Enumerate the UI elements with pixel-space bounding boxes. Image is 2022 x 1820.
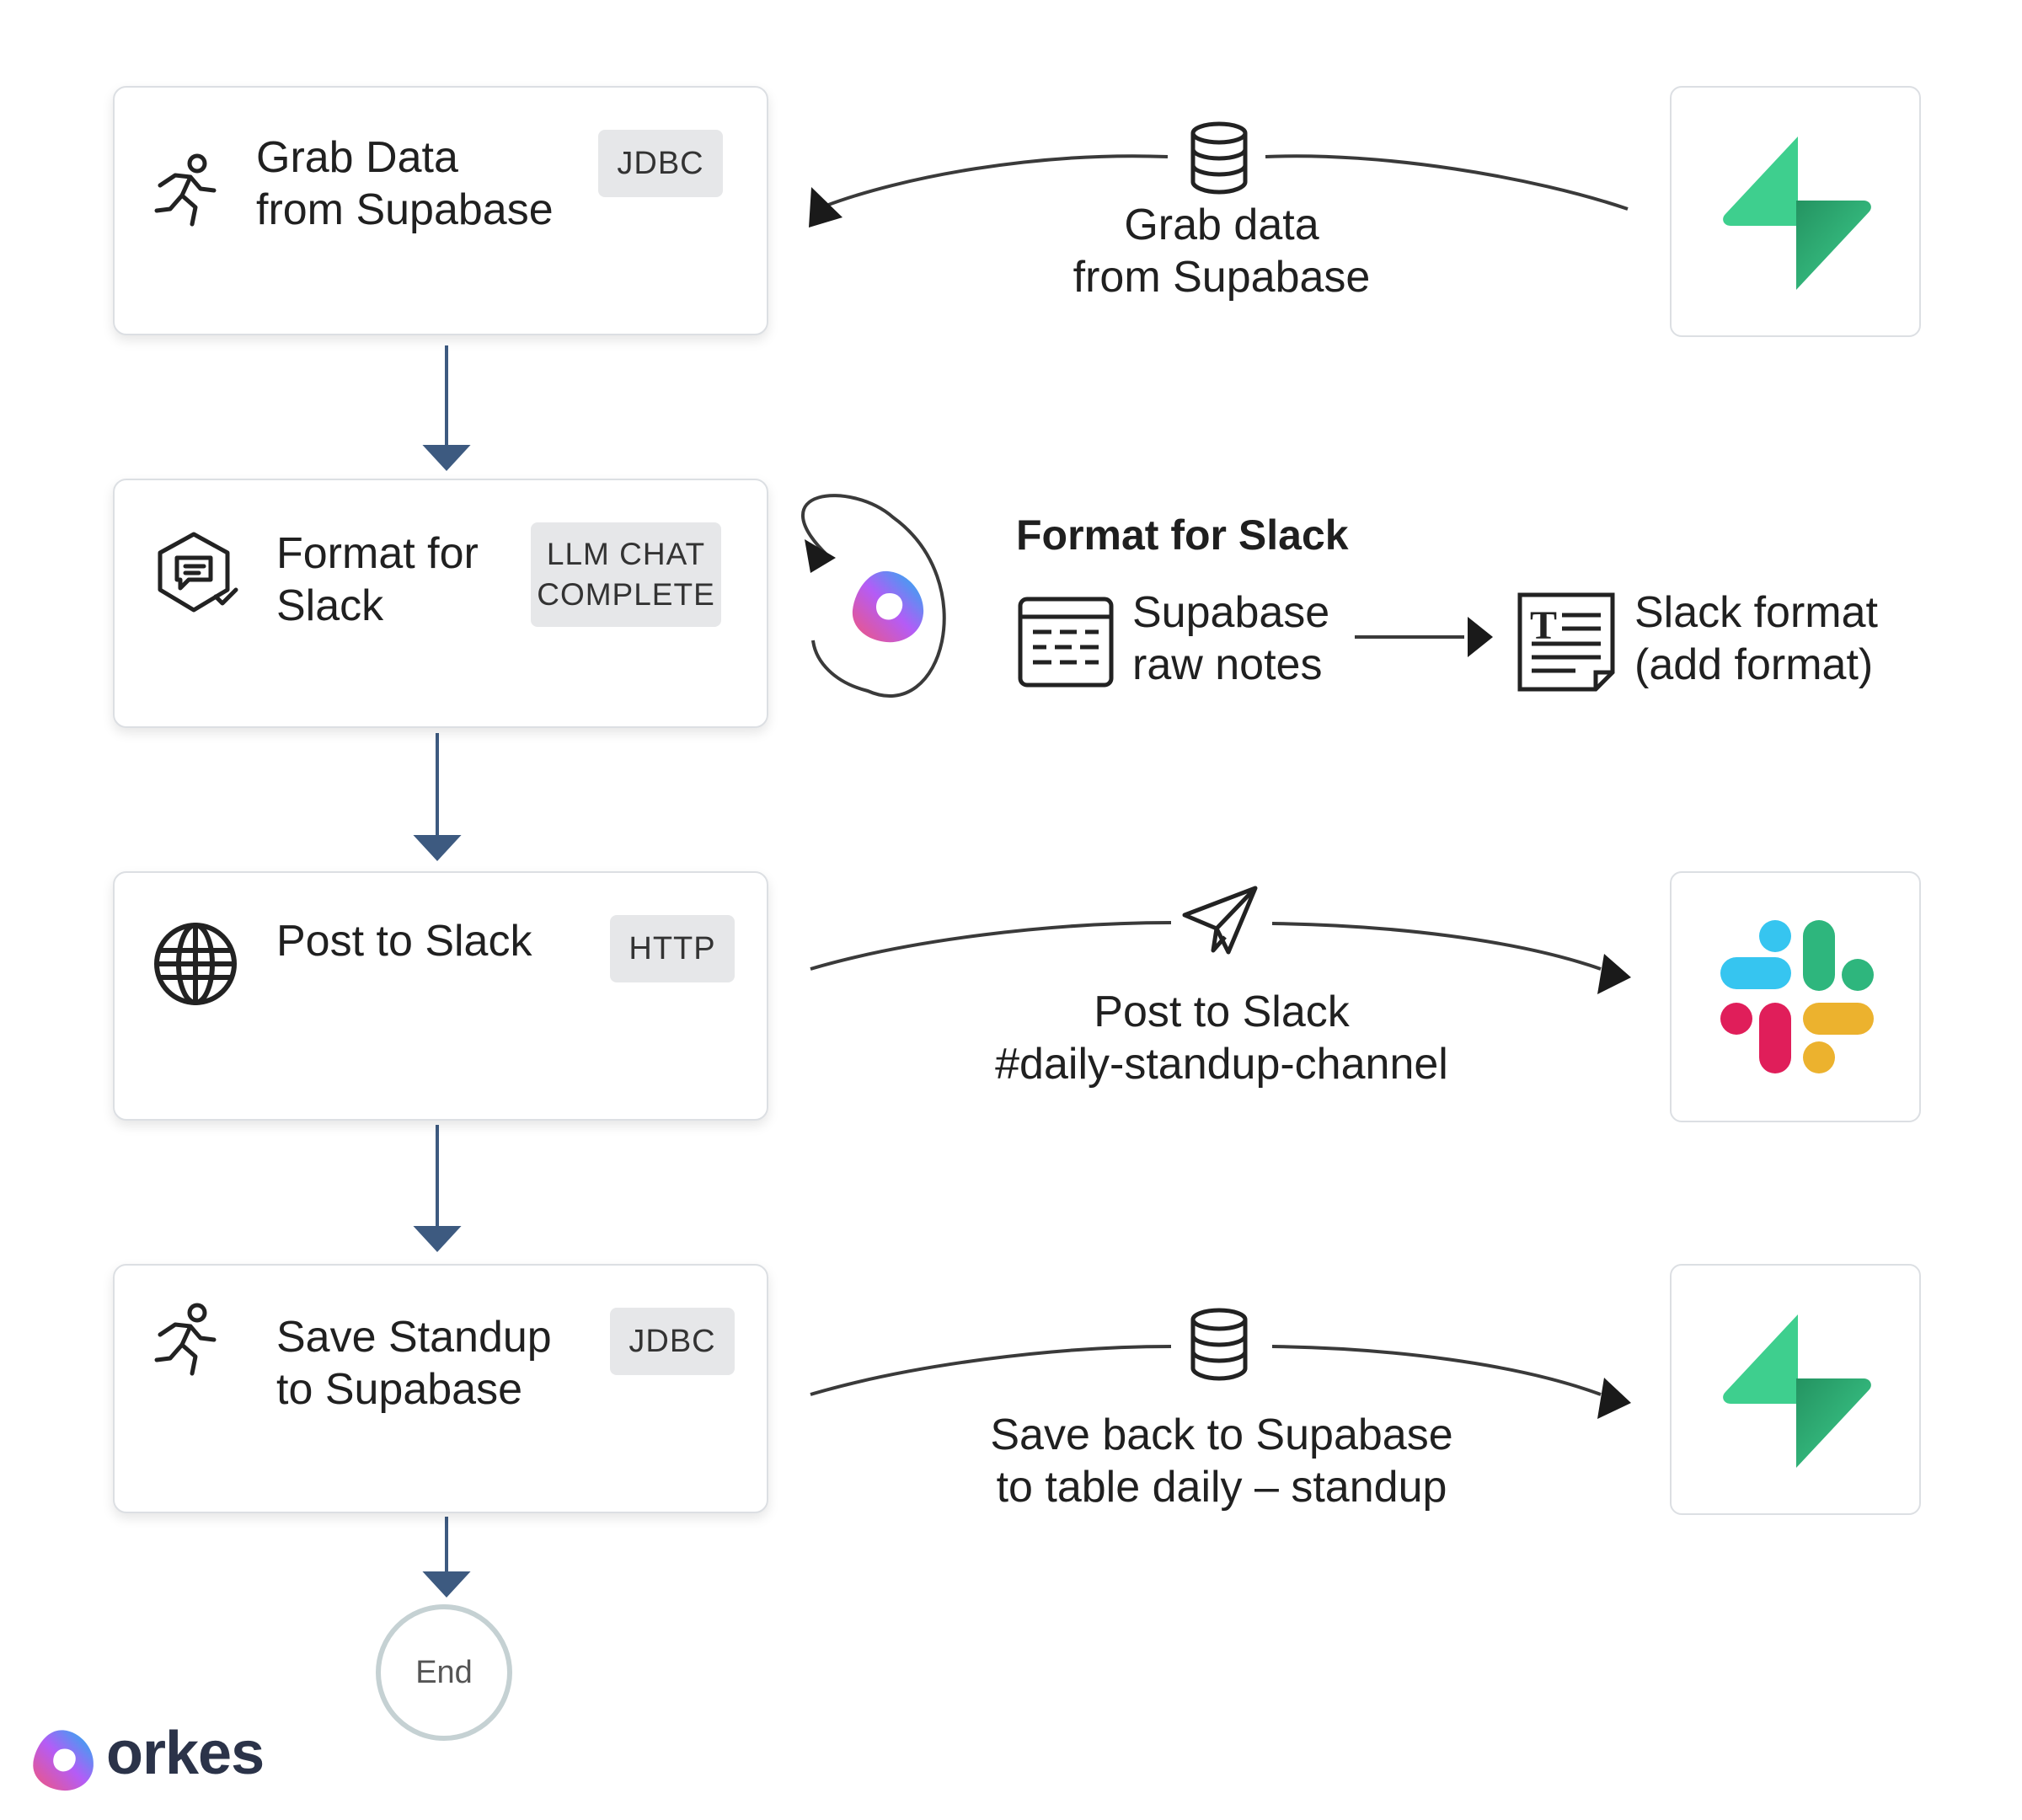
supabase-logo-box-1 [1670,86,1921,337]
task-format-slack[interactable]: Format for Slack LLM CHAT COMPLETE [113,479,768,728]
database-icon [1190,1308,1248,1381]
supabase-logo-icon [1723,136,1871,290]
grab-edge-label: Grab data from Supabase [1073,201,1371,302]
task-title: Format for Slack [276,529,479,630]
database-icon [1190,121,1248,195]
task-title: Save Standup to Supabase [276,1313,552,1414]
format-raw-label: Supabase raw notes [1132,588,1330,689]
slack-logo-box [1670,871,1921,1122]
task-type-badge: LLM CHAT COMPLETE [531,522,721,627]
supabase-logo-icon [1723,1314,1871,1468]
task-post-slack[interactable]: Post to Slack HTTP [113,871,768,1121]
end-node[interactable]: End [376,1604,512,1741]
flow-arrow-4 [422,1517,471,1598]
task-type-badge: JDBC [598,130,723,197]
runner-icon [154,1303,217,1376]
supabase-logo-box-2 [1670,1264,1921,1515]
task-title: Grab Data from Supabase [256,133,554,234]
llm-chat-icon [158,532,238,613]
task-type-badge: HTTP [610,915,735,982]
flow-arrow-3 [413,1125,462,1252]
task-save-standup[interactable]: Save Standup to Supabase JDBC [113,1264,768,1513]
flow-arrow-1 [422,345,471,471]
grab-edge-arrow [809,154,1629,228]
save-edge-label: Save back to Supabase to table daily – s… [990,1410,1453,1512]
task-title: Post to Slack [276,917,532,966]
slack-logo-icon [1720,920,1874,1073]
format-loop-arrow [801,494,1493,698]
svg-text:T: T [1530,603,1557,648]
flow-arrow-2 [413,733,462,861]
orkes-brand-icon [33,1730,94,1791]
format-heading: Format for Slack [1016,511,1349,559]
task-grab-data[interactable]: Grab Data from Supabase JDBC [113,86,768,335]
paper-plane-icon [1182,886,1258,955]
save-edge-arrow [810,1345,1631,1419]
brand-name: orkes [106,1720,265,1787]
format-out-label: Slack format (add format) [1634,588,1878,689]
post-edge-arrow [810,921,1631,994]
raw-notes-icon [1018,597,1114,688]
task-type-badge: JDBC [610,1308,735,1375]
globe-icon [154,923,237,1005]
runner-icon [154,153,217,227]
orkes-logo-icon [852,570,924,643]
formatted-text-icon: T [1517,592,1615,692]
post-edge-label: Post to Slack #daily-standup-channel [995,988,1448,1089]
